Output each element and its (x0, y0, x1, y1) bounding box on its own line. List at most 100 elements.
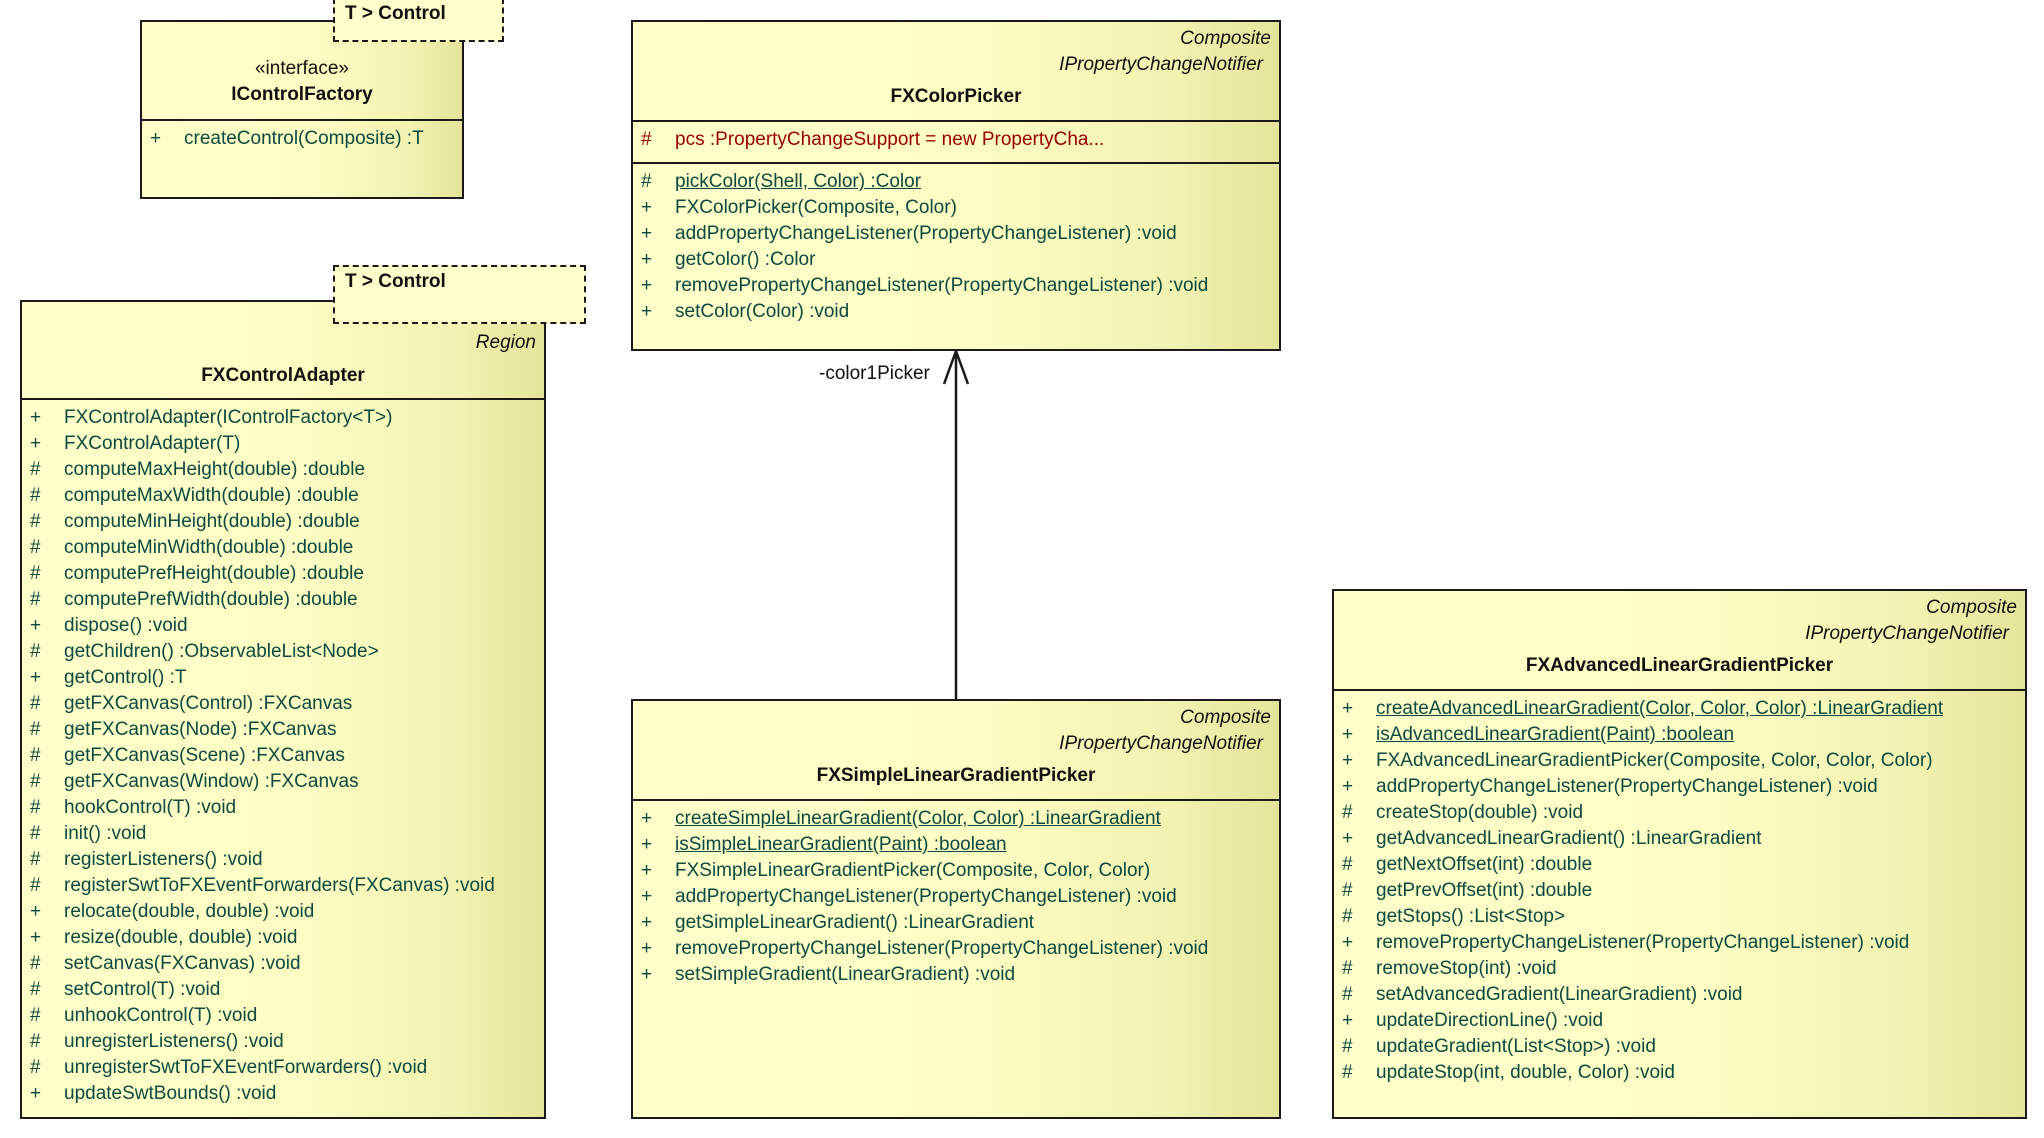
visibility-marker: + (1342, 932, 1354, 953)
operation-signature: getPrevOffset(int) :double (1376, 880, 1593, 901)
operation-row[interactable]: #removeStop(int) :void (1334, 956, 2025, 982)
operation-row[interactable]: #getChildren() :ObservableList<Node> (22, 639, 544, 665)
operation-signature: computeMaxHeight(double) :double (64, 459, 366, 480)
operation-row[interactable]: +updateSwtBounds() :void (22, 1081, 544, 1107)
operation-row[interactable]: +FXAdvancedLinearGradientPicker(Composit… (1334, 748, 2025, 774)
operation-signature: removePropertyChangeListener(PropertyCha… (675, 938, 1209, 959)
operations-compartment: +createSimpleLinearGradient(Color, Color… (633, 801, 1279, 992)
operation-row[interactable]: +setSimpleGradient(LinearGradient) :void (633, 962, 1279, 988)
operation-row[interactable]: #getFXCanvas(Node) :FXCanvas (22, 717, 544, 743)
operation-row[interactable]: +addPropertyChangeListener(PropertyChang… (633, 221, 1279, 247)
operation-row[interactable]: +FXSimpleLinearGradientPicker(Composite,… (633, 858, 1279, 884)
class-name: FXControlAdapter (201, 365, 365, 386)
class-fxcontroladapter[interactable]: Region FXControlAdapter +FXControlAdapte… (20, 300, 546, 1119)
operation-row[interactable]: # getStops() :List<Stop> (1334, 904, 2025, 930)
visibility-marker: + (1342, 1010, 1354, 1031)
operation-signature: getStops() :List<Stop> (1376, 906, 1566, 927)
class-fxsimplelineargradientpicker[interactable]: Composite IPropertyChangeNotifier FXSimp… (631, 699, 1281, 1119)
operation-row[interactable]: #getFXCanvas(Window) :FXCanvas (22, 769, 544, 795)
visibility-marker: + (30, 901, 42, 922)
superclass-label: Composite (1180, 28, 1271, 49)
operation-row[interactable]: +removePropertyChangeListener(PropertyCh… (633, 936, 1279, 962)
operation-row[interactable]: +getControl() :T (22, 665, 544, 691)
visibility-marker: # (641, 129, 652, 150)
operation-row[interactable]: +removePropertyChangeListener(PropertyCh… (633, 273, 1279, 299)
operation-row[interactable]: #computeMaxWidth(double) :double (22, 483, 544, 509)
visibility-marker: # (30, 693, 41, 714)
class-fxcolorpicker[interactable]: Composite IPropertyChangeNotifier FXColo… (631, 20, 1281, 351)
operation-signature: addPropertyChangeListener(PropertyChange… (675, 886, 1177, 907)
operation-signature: setControl(T) :void (64, 979, 221, 1000)
class-icontrolfactory[interactable]: «interface» IControlFactory +createContr… (140, 20, 464, 199)
operation-row[interactable]: +getAdvancedLinearGradient() :LinearGrad… (1334, 826, 2025, 852)
operation-row[interactable]: #getFXCanvas(Scene) :FXCanvas (22, 743, 544, 769)
operation-row[interactable]: #init() :void (22, 821, 544, 847)
operation-row[interactable]: #computeMaxHeight(double) :double (22, 457, 544, 483)
operation-row[interactable]: +createAdvancedLinearGradient(Color, Col… (1334, 696, 2025, 722)
operation-row[interactable]: +getSimpleLinearGradient() :LinearGradie… (633, 910, 1279, 936)
operation-row[interactable]: #computePrefHeight(double) :double (22, 561, 544, 587)
interface-label: IPropertyChangeNotifier (1059, 54, 1263, 75)
operation-row[interactable]: #registerListeners() :void (22, 847, 544, 873)
visibility-marker: # (1342, 984, 1353, 1005)
class-fxadvancedlineargradientpicker[interactable]: Composite IPropertyChangeNotifier FXAdva… (1332, 589, 2027, 1119)
operation-row[interactable]: #computePrefWidth(double) :double (22, 587, 544, 613)
operation-row[interactable]: #unregisterListeners() :void (22, 1029, 544, 1055)
operation-row[interactable]: # getPrevOffset(int) :double (1334, 878, 2025, 904)
operation-row[interactable]: +isSimpleLinearGradient(Paint) :boolean (633, 832, 1279, 858)
operation-row[interactable]: +resize(double, double) :void (22, 925, 544, 951)
operation-row[interactable]: +removePropertyChangeListener(PropertyCh… (1334, 930, 2025, 956)
operation-row[interactable]: #updateStop(int, double, Color) :void (1334, 1060, 2025, 1086)
operation-signature: createControl(Composite) :T (184, 128, 424, 149)
operation-signature: createAdvancedLinearGradient(Color, Colo… (1376, 698, 1944, 719)
operation-row[interactable]: #getFXCanvas(Control) :FXCanvas (22, 691, 544, 717)
operation-signature: getFXCanvas(Scene) :FXCanvas (64, 745, 345, 766)
operations-compartment: +FXControlAdapter(IControlFactory<T>)+FX… (22, 400, 544, 1111)
class-header: Composite IPropertyChangeNotifier FXColo… (633, 22, 1279, 122)
operation-row[interactable]: #setCanvas(FXCanvas) :void (22, 951, 544, 977)
visibility-marker: # (1342, 906, 1353, 927)
operation-row[interactable]: +isAdvancedLinearGradient(Paint) :boolea… (1334, 722, 2025, 748)
operation-signature: updateDirectionLine() :void (1376, 1010, 1604, 1031)
visibility-marker: # (1342, 880, 1353, 901)
operation-row[interactable]: + addPropertyChangeListener(PropertyChang… (633, 884, 1279, 910)
operation-row[interactable]: #updateGradient(List<Stop>) :void (1334, 1034, 2025, 1060)
operation-signature: setSimpleGradient(LinearGradient) :void (675, 964, 1016, 985)
operation-row[interactable]: +getColor() :Color (633, 247, 1279, 273)
visibility-marker: # (30, 485, 41, 506)
visibility-marker: + (641, 249, 653, 270)
operation-row[interactable]: #pickColor(Shell, Color) :Color (633, 169, 1279, 195)
operation-signature: getAdvancedLinearGradient() :LinearGradi… (1376, 828, 1762, 849)
operation-row[interactable]: #computeMinHeight(double) :double (22, 509, 544, 535)
operation-signature: addPropertyChangeListener(PropertyChange… (1376, 776, 1878, 797)
operation-row[interactable]: +FXColorPicker(Composite, Color) (633, 195, 1279, 221)
visibility-marker: # (30, 953, 41, 974)
operation-row[interactable]: #unhookControl(T) :void (22, 1003, 544, 1029)
attribute-row[interactable]: #pcs :PropertyChangeSupport = new Proper… (633, 127, 1279, 153)
operation-row[interactable]: #setAdvancedGradient(LinearGradient) :vo… (1334, 982, 2025, 1008)
operation-signature: updateSwtBounds() :void (64, 1083, 277, 1104)
operation-row[interactable]: #hookControl(T) :void (22, 795, 544, 821)
operation-row[interactable]: +FXControlAdapter(IControlFactory<T>) (22, 405, 544, 431)
operation-row[interactable]: +setColor(Color) :void (633, 299, 1279, 325)
visibility-marker: + (150, 128, 162, 149)
operation-row[interactable]: #registerSwtToFXEventForwarders(FXCanvas… (22, 873, 544, 899)
visibility-marker: + (641, 886, 653, 907)
operation-row[interactable]: +addPropertyChangeListener(PropertyChang… (1334, 774, 2025, 800)
operation-signature: unregisterSwtToFXEventForwarders() :void (64, 1057, 428, 1078)
visibility-marker: + (30, 407, 42, 428)
operation-row[interactable]: #computeMinWidth(double) :double (22, 535, 544, 561)
operation-row[interactable]: #getNextOffset(int) :double (1334, 852, 2025, 878)
operation-row[interactable]: #createStop(double) :void (1334, 800, 2025, 826)
operation-row[interactable]: + updateDirectionLine() :void (1334, 1008, 2025, 1034)
class-name: FXColorPicker (890, 86, 1022, 107)
operation-row[interactable]: #unregisterSwtToFXEventForwarders() :voi… (22, 1055, 544, 1081)
operation-row[interactable]: #setControl(T) :void (22, 977, 544, 1003)
operation-row[interactable]: + createControl(Composite) :T (142, 126, 462, 152)
operation-row[interactable]: +relocate(double, double) :void (22, 899, 544, 925)
operation-row[interactable]: +FXControlAdapter(T) (22, 431, 544, 457)
visibility-marker: + (641, 223, 653, 244)
operations-compartment: + createControl(Composite) :T (142, 121, 462, 156)
operation-row[interactable]: +createSimpleLinearGradient(Color, Color… (633, 806, 1279, 832)
operation-row[interactable]: +dispose() :void (22, 613, 544, 639)
